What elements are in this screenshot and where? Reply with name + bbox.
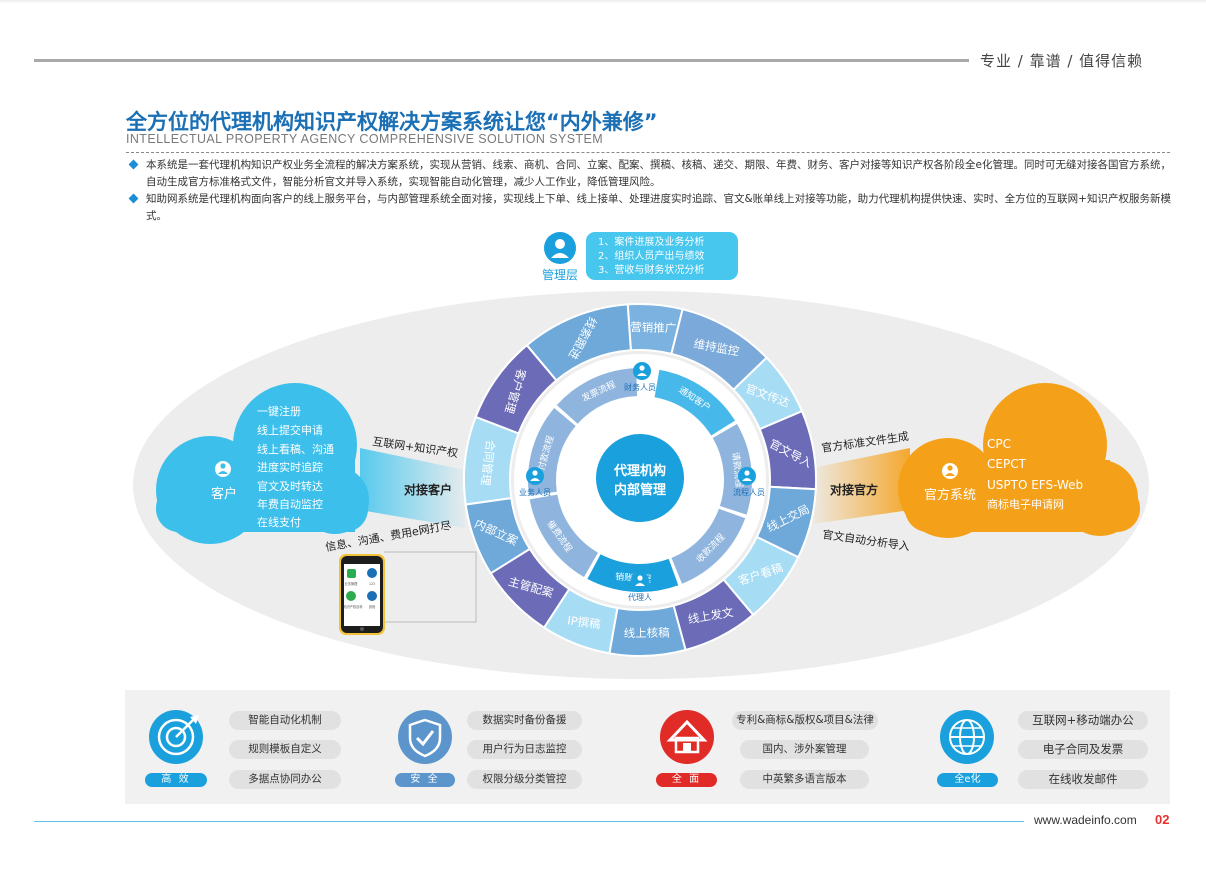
role-finance: 财务人员 <box>624 362 656 392</box>
client-feature: 线上提交申请 <box>257 423 323 437</box>
page-title: 全方位的代理机构知识产权解决方案系统让您“内外兼修” <box>126 110 658 134</box>
inner-ring-segment <box>654 369 735 436</box>
feature-item: 国内、涉外案管理 <box>740 740 869 759</box>
outer-ring-segment <box>525 303 632 382</box>
client-label: 客户 <box>211 486 237 502</box>
center-hub <box>596 434 684 522</box>
client-beam <box>360 448 465 528</box>
inner-ring-segment <box>671 508 746 584</box>
feature-item: 智能自动化机制 <box>229 711 341 730</box>
outer-ring-label: 营销推广 <box>630 320 676 335</box>
outer-ring-label: 合同管理 <box>478 439 497 487</box>
inner-ring-segment <box>556 368 638 424</box>
role-process: 流程人员 <box>733 467 765 497</box>
app-label: 知识产权百科 <box>343 604 363 609</box>
feature-item: 在线收发邮件 <box>1018 770 1148 789</box>
feature-tag-security: 安 全 <box>395 773 455 787</box>
link-connect-official: 对接官方 <box>830 482 878 497</box>
title-divider <box>126 152 1170 153</box>
app-label: 123 <box>369 582 375 586</box>
center-title-line2: 内部管理 <box>614 482 666 498</box>
center-title-line1: 代理机构 <box>613 463 666 479</box>
official-label: 官方系统 <box>924 487 976 503</box>
feature-tag-e: 全e化 <box>937 773 998 787</box>
page-subtitle: INTELLECTUAL PROPERTY AGENCY COMPREHENSI… <box>126 132 604 146</box>
client-feature: 官文及时转达 <box>257 479 323 493</box>
management-item: 2、组织人员产出与绩效 <box>598 249 704 262</box>
client-feature: 进度实时追踪 <box>257 460 323 474</box>
mobile-phone: 业务管理 123 知识产权百科 其他 <box>339 554 385 635</box>
feature-item: 规则模板自定义 <box>229 740 341 759</box>
top-strip <box>0 0 1206 4</box>
feature-item: 电子合同及发票 <box>1018 740 1148 759</box>
client-feature: 线上看稿、沟通 <box>257 442 334 456</box>
app-label: 其他 <box>369 604 376 609</box>
intro-bullet: 本系统是一套代理机构知识产权业务全流程的解决方案系统，实现从营销、线索、商机、合… <box>128 157 1172 190</box>
management-label: 管理层 <box>542 267 578 282</box>
feature-tag-comprehensive: 全 面 <box>656 773 717 787</box>
management-panel <box>586 232 738 280</box>
official-beam <box>812 448 910 524</box>
app-icon <box>347 569 356 578</box>
client-feature: 在线支付 <box>257 515 301 529</box>
home-icon <box>660 710 714 764</box>
management-item: 1、案件进展及业务分析 <box>598 235 704 248</box>
outer-ring-label: IP撰稿 <box>566 613 601 631</box>
role-agent-label: 代理人 <box>628 592 652 602</box>
link-connect-client: 对接客户 <box>404 482 452 497</box>
management-item: 3、营收与财务状况分析 <box>598 263 704 276</box>
feature-item: 中英繁多语言版本 <box>740 770 869 789</box>
inner-ring-segment <box>587 554 679 592</box>
client-feature: 一键注册 <box>257 404 301 418</box>
page-number: 02 <box>1155 812 1170 827</box>
official-cloud: 官方系统 CPC CEPCT USPTO EFS-Web 商标电子申请网 <box>898 383 1140 538</box>
app-icon <box>367 591 377 601</box>
management-layer: 管理层 1、案件进展及业务分析 2、组织人员产出与绩效 3、营收与财务状况分析 <box>542 232 738 282</box>
app-icon <box>367 568 377 578</box>
official-system-item: CPC <box>987 437 1011 451</box>
feature-item: 用户行为日志监控 <box>467 740 582 759</box>
inner-ring-segment <box>712 424 752 515</box>
footer-url[interactable]: www.wadeinfo.com <box>1034 813 1137 827</box>
role-business-label: 业务人员 <box>519 487 551 497</box>
feature-item: 多据点协同办公 <box>229 770 341 789</box>
official-system-item: USPTO EFS-Web <box>987 478 1083 492</box>
outer-process-ring: 营销推广维持监控官文传达官文导入线上交局客户看稿线上发文线上核稿IP撰稿主管配案… <box>463 302 818 657</box>
app-label: 业务管理 <box>345 581 359 586</box>
official-system-item: CEPCT <box>987 457 1027 471</box>
app-icon <box>346 591 356 601</box>
feature-item: 数据实时备份备援 <box>467 711 582 730</box>
role-business: 业务人员 <box>519 467 551 497</box>
feature-item: 权限分级分类管控 <box>467 770 582 789</box>
footer-rule <box>34 821 1024 822</box>
cloud-shape <box>898 383 1140 538</box>
intro-bullet: 知助网系统是代理机构面向客户的线上服务平台，与内部管理系统全面对接，实现线上下单… <box>128 191 1172 224</box>
cloud-shape <box>156 383 369 544</box>
intro-bullets: 本系统是一套代理机构知识产权业务全流程的解决方案系统，实现从营销、线索、商机、合… <box>128 157 1172 225</box>
outer-ring-label: 线上核稿 <box>624 626 670 641</box>
role-process-label: 流程人员 <box>733 487 765 497</box>
header-rule <box>34 59 969 62</box>
role-finance-label: 财务人员 <box>624 382 656 392</box>
role-agent: 代理人 <box>628 572 652 602</box>
official-system-item: 商标电子申请网 <box>987 497 1064 511</box>
feature-item: 专利&商标&版权&项目&法律 <box>732 711 878 730</box>
shield-check-icon <box>398 710 452 764</box>
phone-connector <box>384 551 477 623</box>
target-icon <box>149 710 203 764</box>
globe-icon <box>940 710 994 764</box>
client-feature: 年费自动监控 <box>257 497 323 511</box>
inner-finance-ring: 通知客户请款流程收款流程销账流程催费流程付款流程发票流程 <box>528 368 752 592</box>
inner-ring-segment <box>529 494 598 577</box>
feature-item: 互联网+移动端办公 <box>1018 711 1148 730</box>
client-cloud: 客户 一键注册 线上提交申请 线上看稿、沟通 进度实时追踪 官文及时转达 年费自… <box>156 383 369 544</box>
slogan: 专业 / 靠谱 / 值得信赖 <box>980 52 1144 70</box>
feature-tag-efficient: 高 效 <box>145 773 207 787</box>
